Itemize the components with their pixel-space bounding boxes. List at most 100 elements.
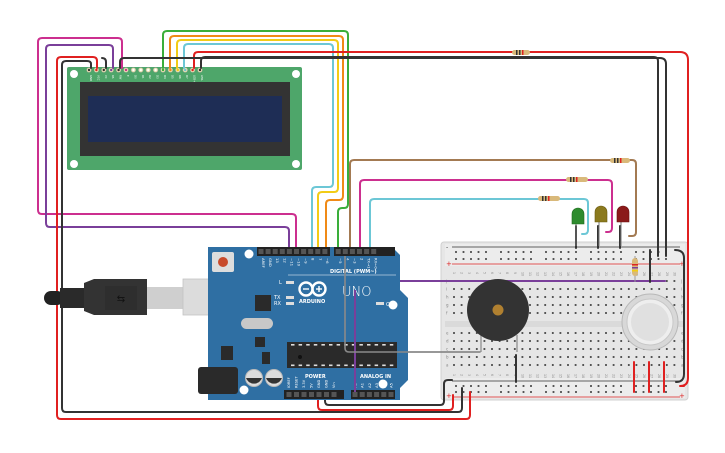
breadboard-hole[interactable]	[477, 251, 480, 253]
header-socket[interactable]	[316, 392, 322, 397]
breadboard-hole[interactable]	[589, 340, 592, 342]
breadboard-hole[interactable]	[536, 304, 539, 306]
breadboard-hole[interactable]	[530, 385, 532, 387]
breadboard-hole[interactable]	[529, 296, 531, 298]
breadboard-hole[interactable]	[544, 348, 547, 350]
header-socket[interactable]	[359, 392, 365, 397]
breadboard-hole[interactable]	[620, 340, 623, 342]
breadboard-hole[interactable]	[612, 364, 615, 366]
breadboard-hole[interactable]	[468, 364, 471, 366]
breadboard-hole[interactable]	[559, 296, 562, 298]
breadboard-hole[interactable]	[612, 296, 615, 298]
header-socket[interactable]	[309, 392, 314, 397]
breadboard-hole[interactable]	[536, 332, 539, 334]
breadboard-hole[interactable]	[530, 251, 532, 253]
breadboard-hole[interactable]	[515, 258, 517, 260]
breadboard-hole[interactable]	[560, 385, 562, 387]
breadboard-hole[interactable]	[589, 364, 592, 366]
breadboard-hole[interactable]	[453, 364, 455, 366]
breadboard-hole[interactable]	[453, 332, 455, 334]
breadboard-hole[interactable]	[657, 391, 660, 393]
breadboard-hole[interactable]	[507, 385, 510, 387]
header-socket[interactable]	[388, 392, 394, 397]
breadboard-hole[interactable]	[605, 258, 607, 260]
breadboard-hole[interactable]	[574, 304, 577, 306]
breadboard-hole[interactable]	[529, 304, 531, 306]
breadboard-hole[interactable]	[612, 356, 615, 358]
breadboard-hole[interactable]	[620, 288, 623, 290]
breadboard-hole[interactable]	[475, 340, 478, 342]
header-socket[interactable]	[364, 249, 370, 254]
breadboard-hole[interactable]	[515, 385, 517, 387]
breadboard-hole[interactable]	[612, 288, 615, 290]
breadboard-hole[interactable]	[650, 364, 653, 366]
breadboard-hole[interactable]	[605, 385, 607, 387]
breadboard-hole[interactable]	[536, 340, 539, 342]
breadboard-hole[interactable]	[544, 288, 547, 290]
breadboard-hole[interactable]	[513, 356, 516, 358]
header-socket[interactable]	[357, 249, 362, 254]
breadboard-hole[interactable]	[552, 391, 555, 393]
header-socket[interactable]	[308, 249, 314, 254]
breadboard-hole[interactable]	[460, 332, 463, 334]
breadboard-hole[interactable]	[485, 251, 487, 253]
breadboard-hole[interactable]	[559, 356, 562, 358]
breadboard-hole[interactable]	[612, 332, 615, 334]
breadboard-hole[interactable]	[529, 312, 531, 314]
breadboard-hole[interactable]	[642, 391, 645, 393]
breadboard-hole[interactable]	[513, 348, 516, 350]
resistor-yellow-led[interactable]	[566, 177, 588, 182]
breadboard-hole[interactable]	[545, 385, 547, 387]
breadboard-hole[interactable]	[536, 296, 539, 298]
breadboard-hole[interactable]	[635, 391, 637, 393]
breadboard-hole[interactable]	[529, 356, 531, 358]
breadboard-hole[interactable]	[567, 288, 569, 290]
breadboard-hole[interactable]	[620, 251, 622, 253]
breadboard-hole[interactable]	[529, 288, 531, 290]
breadboard-hole[interactable]	[498, 348, 501, 350]
breadboard-hole[interactable]	[544, 364, 547, 366]
breadboard-hole[interactable]	[567, 304, 569, 306]
breadboard-hole[interactable]	[643, 288, 645, 290]
breadboard-hole[interactable]	[460, 304, 463, 306]
breadboard-hole[interactable]	[627, 364, 630, 366]
breadboard-hole[interactable]	[468, 332, 471, 334]
breadboard-hole[interactable]	[597, 332, 600, 334]
breadboard-hole[interactable]	[635, 288, 638, 290]
breadboard-hole[interactable]	[650, 391, 652, 393]
breadboard-hole[interactable]	[453, 296, 455, 298]
breadboard-hole[interactable]	[506, 348, 509, 350]
breadboard-hole[interactable]	[507, 391, 510, 393]
breadboard-hole[interactable]	[515, 251, 517, 253]
breadboard-hole[interactable]	[475, 348, 478, 350]
breadboard-hole[interactable]	[597, 348, 600, 350]
breadboard-hole[interactable]	[643, 356, 645, 358]
breadboard-hole[interactable]	[575, 258, 577, 260]
breadboard-hole[interactable]	[597, 364, 600, 366]
breadboard-hole[interactable]	[552, 258, 555, 260]
breadboard-hole[interactable]	[491, 356, 493, 358]
breadboard-hole[interactable]	[507, 251, 510, 253]
breadboard-hole[interactable]	[536, 312, 539, 314]
breadboard-hole[interactable]	[468, 340, 471, 342]
breadboard-hole[interactable]	[650, 356, 653, 358]
breadboard-hole[interactable]	[544, 312, 547, 314]
breadboard-hole[interactable]	[673, 340, 676, 342]
breadboard-hole[interactable]	[605, 304, 607, 306]
breadboard-hole[interactable]	[559, 304, 562, 306]
breadboard-hole[interactable]	[460, 288, 463, 290]
header-socket[interactable]	[286, 392, 292, 397]
breadboard-hole[interactable]	[536, 356, 539, 358]
header-socket[interactable]	[286, 249, 292, 254]
breadboard-hole[interactable]	[559, 312, 562, 314]
breadboard-hole[interactable]	[460, 364, 463, 366]
breadboard-hole[interactable]	[673, 364, 676, 366]
breadboard-hole[interactable]	[560, 251, 562, 253]
breadboard-hole[interactable]	[545, 258, 547, 260]
breadboard-hole[interactable]	[506, 356, 509, 358]
breadboard-hole[interactable]	[620, 356, 623, 358]
led-yellow[interactable]	[594, 205, 608, 246]
breadboard-hole[interactable]	[475, 364, 478, 366]
breadboard-hole[interactable]	[612, 348, 615, 350]
breadboard-hole[interactable]	[498, 364, 501, 366]
